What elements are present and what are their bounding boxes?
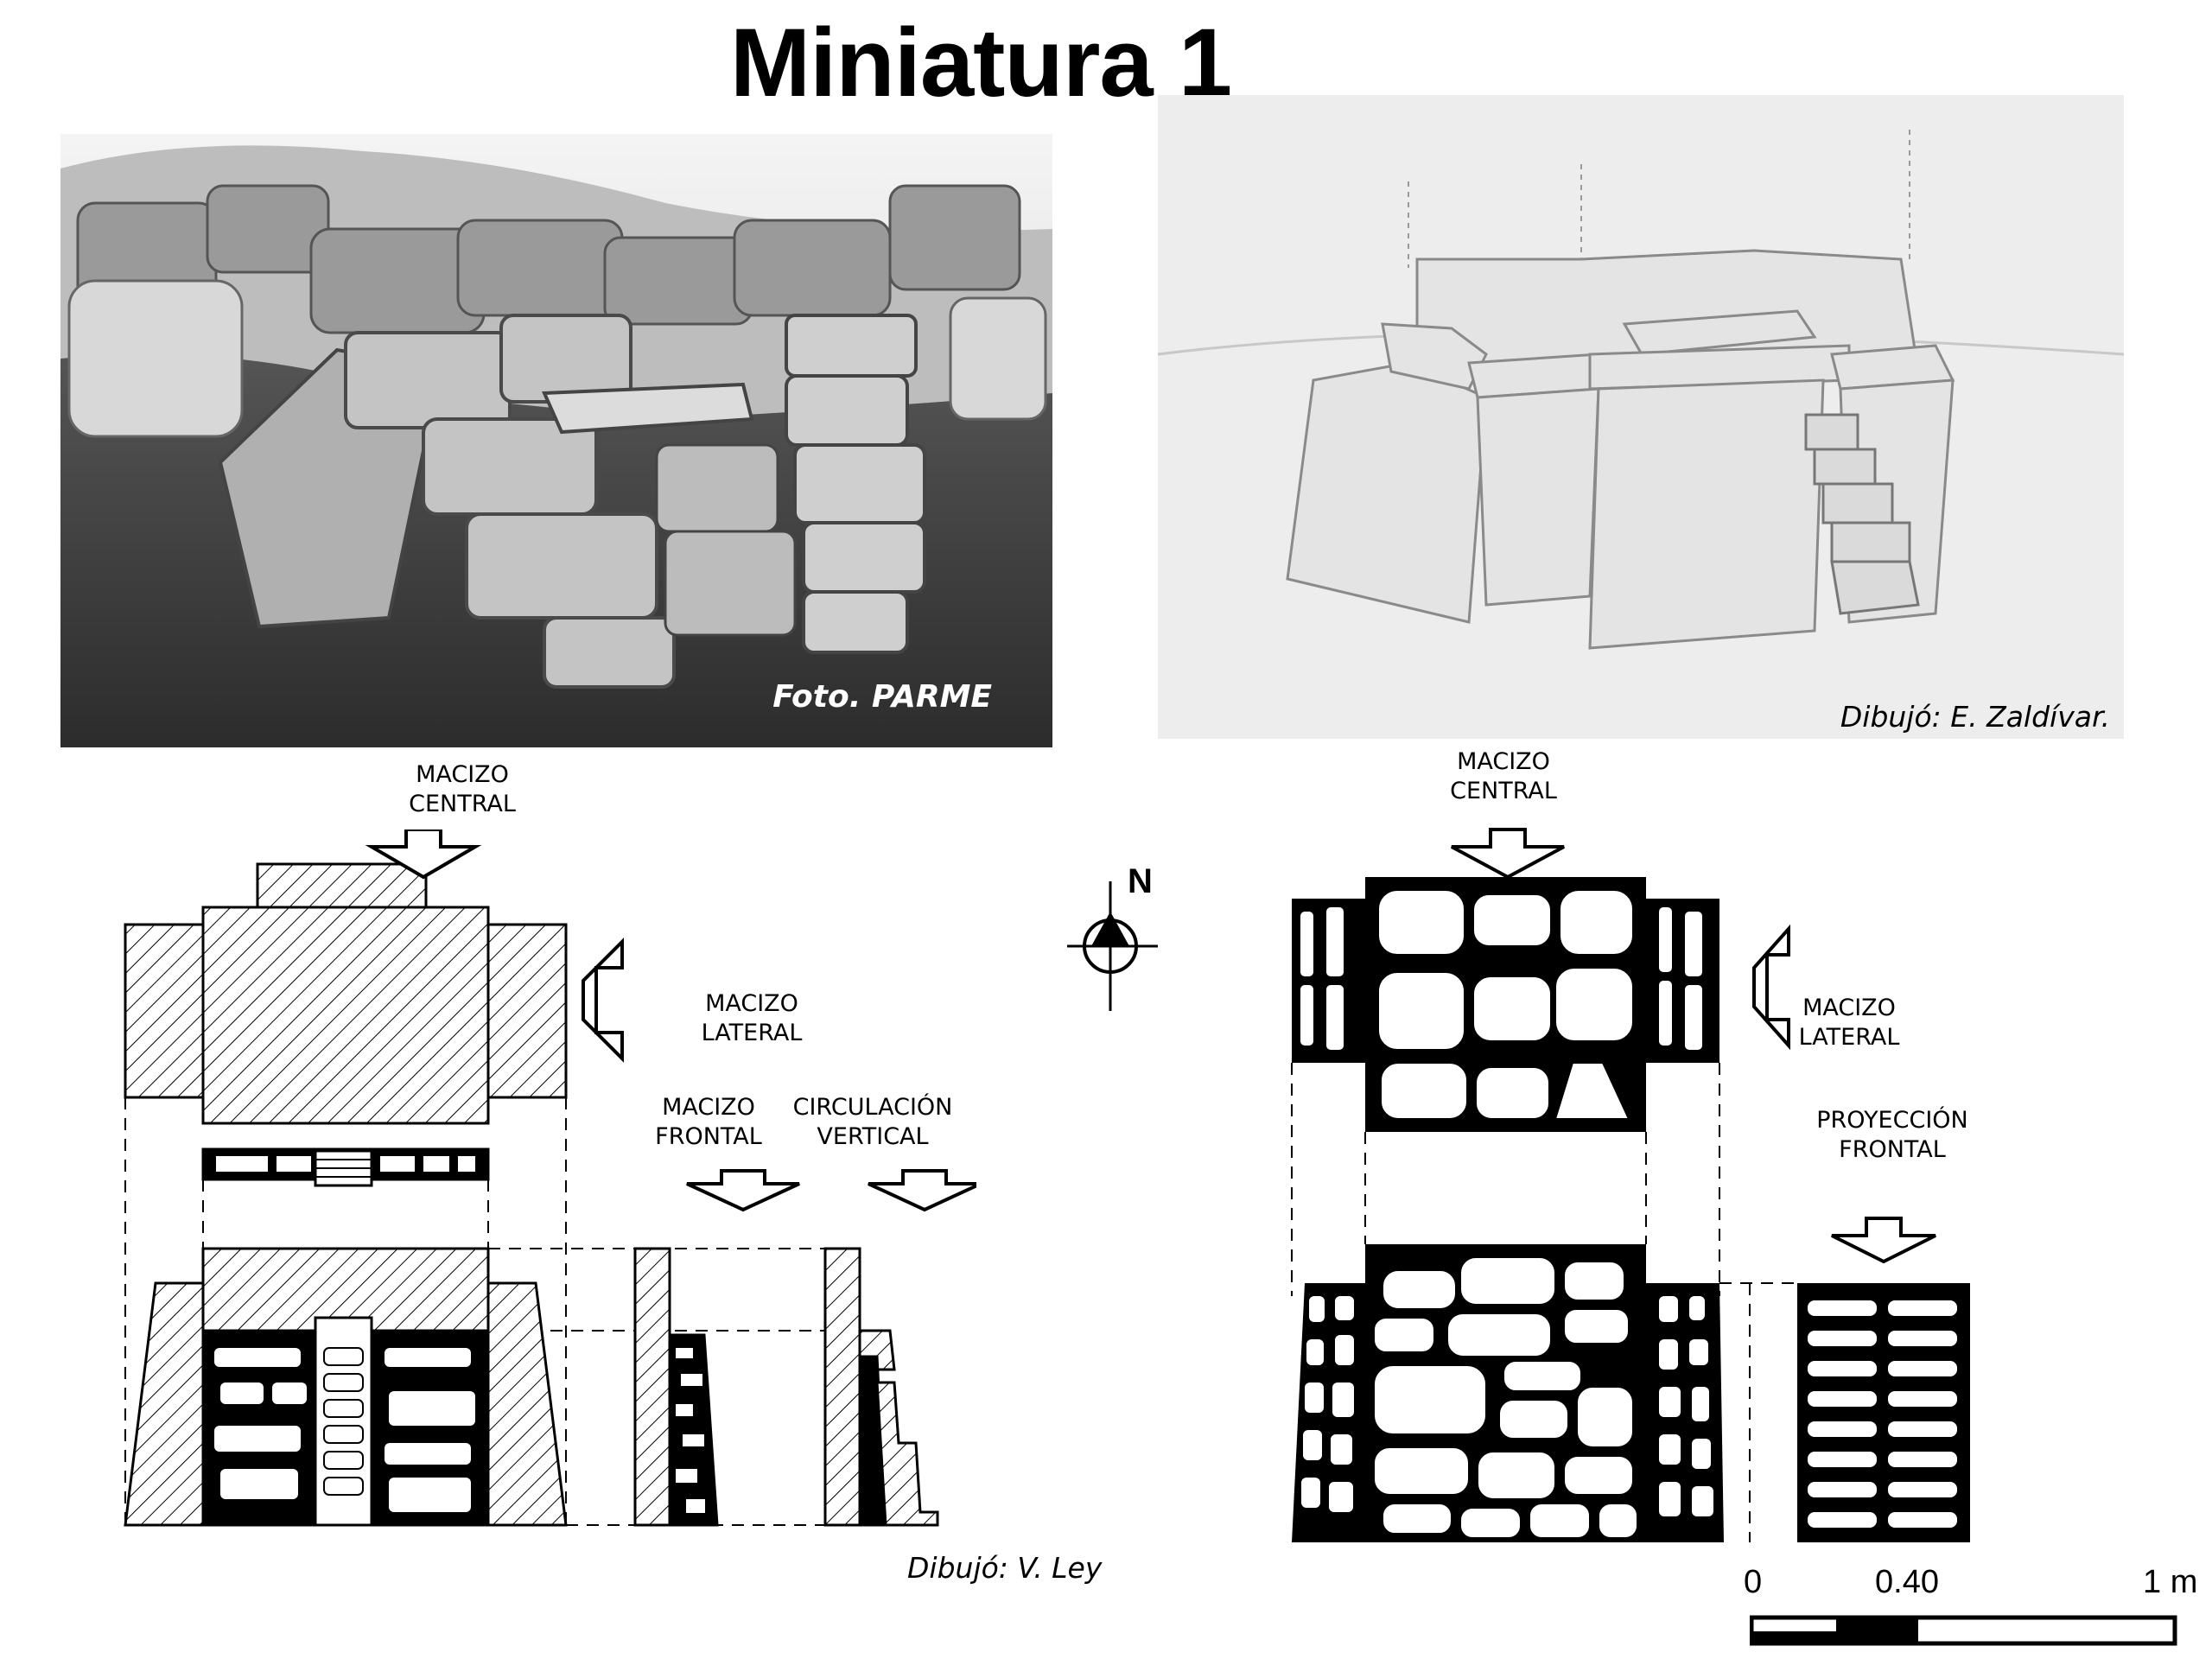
front-elevation [124, 1247, 568, 1527]
left-plan-elevation: MACIZO CENTRAL MACIZO LATERAL MACIZO FRO… [112, 761, 1102, 1585]
altar-perspective-drawing [1158, 95, 2124, 739]
scale-bar-graphic [1750, 1615, 2177, 1646]
label-line: MACIZO [1802, 995, 1896, 1021]
left-plan-drawing [124, 828, 982, 1527]
label-circulacion-vertical: CIRCULACIÓN VERTICAL [769, 1093, 976, 1152]
plan-view [124, 862, 568, 1125]
north-label: N [1128, 862, 1153, 900]
label-proyeccion-frontal: PROYECCIÓN FRONTAL [1797, 1106, 1987, 1165]
stone-altar-photo [60, 134, 1052, 747]
site-photo: Foto. PARME [60, 134, 1052, 747]
label-line: CIRCULACIÓN [792, 1094, 953, 1121]
label-line: MACIZO [662, 1094, 755, 1121]
north-arrow: N [1058, 862, 1171, 1020]
label-line: MACIZO [416, 761, 509, 788]
label-line: MACIZO [705, 990, 798, 1017]
label-line: CENTRAL [409, 791, 516, 817]
label-macizo-lateral-right: MACIZO LATERAL [1763, 994, 1936, 1052]
label-line: VERTICAL [817, 1123, 929, 1150]
scale-tick-1m: 1 m [2143, 1564, 2198, 1600]
scale-tick-040: 0.40 [1875, 1564, 1939, 1600]
label-line: LATERAL [701, 1020, 803, 1046]
label-line: FRONTAL [655, 1123, 762, 1150]
scale-bar: 0 0.40 1 m [1737, 1564, 2203, 1659]
label-macizo-frontal: MACIZO FRONTAL [622, 1093, 795, 1152]
right-plan-drawing [1291, 828, 1970, 1542]
label-line: LATERAL [1798, 1024, 1900, 1051]
plan-view [1292, 877, 1719, 1132]
label-macizo-central-right: MACIZO CENTRAL [1430, 747, 1577, 806]
label-line: PROYECCIÓN [1816, 1107, 1968, 1134]
right-plan-elevation: MACIZO CENTRAL MACIZO LATERAL PROYECCIÓN… [1279, 748, 2074, 1547]
compass-icon [1067, 881, 1158, 1011]
label-line: FRONTAL [1839, 1136, 1946, 1163]
page-title: Miniatura 1 [729, 9, 1232, 117]
scale-tick-0: 0 [1744, 1564, 1763, 1600]
label-macizo-lateral: MACIZO LATERAL [665, 989, 838, 1048]
left-drawing-credit: Dibujó: V. Ley [907, 1551, 1103, 1585]
label-line: MACIZO [1457, 748, 1550, 775]
label-line: CENTRAL [1450, 778, 1557, 804]
photo-credit: Foto. PARME [772, 679, 992, 715]
sketch-credit: Dibujó: E. Zaldívar. [1840, 700, 2110, 734]
pencil-sketch: Dibujó: E. Zaldívar. [1158, 95, 2124, 739]
label-macizo-central: MACIZO CENTRAL [389, 760, 536, 819]
frontal-projection [1797, 1283, 1970, 1542]
front-elevation [1292, 1244, 1724, 1542]
